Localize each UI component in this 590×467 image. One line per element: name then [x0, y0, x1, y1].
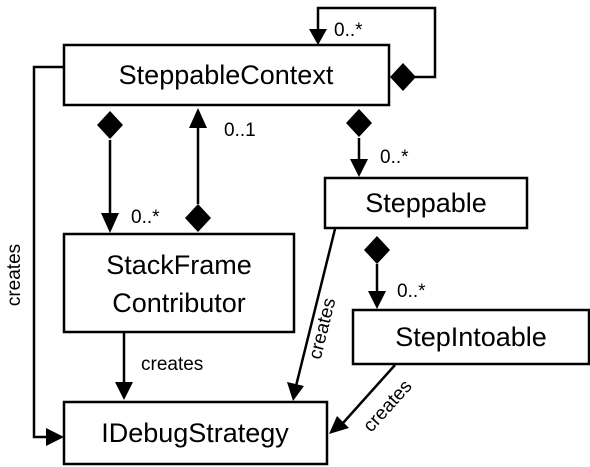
context-self-association — [316, 6, 437, 79]
contributor-to-context-diamond — [185, 204, 211, 232]
steppable-class: Steppable — [323, 176, 529, 230]
step-intoable-class: StepIntoable — [351, 308, 590, 366]
idebug-strategy-class: IDebugStrategy — [62, 400, 329, 466]
contributor-creates-arrowhead — [115, 382, 133, 400]
steppable-to-stepintoable-diamond — [364, 236, 390, 264]
steppable-to-stepintoable-arrowhead — [368, 291, 386, 309]
contributor-creates-label: creates — [141, 354, 203, 375]
context-to-contributor-arrowhead — [101, 213, 119, 233]
steppable-label: Steppable — [365, 188, 487, 218]
step-intoable-label: StepIntoable — [395, 322, 547, 352]
context-creates-line — [32, 65, 64, 439]
context-to-steppable-diamond — [346, 109, 372, 137]
context-self-composition-diamond — [390, 63, 416, 91]
stepintoable-creates-label: creates — [359, 376, 416, 436]
context-creates-label: creates — [4, 244, 25, 306]
idebug-strategy-label: IDebugStrategy — [101, 418, 289, 448]
stack-frame-contributor-label-line2: Contributor — [112, 288, 246, 318]
context-parent-multiplicity: 0..1 — [224, 120, 256, 141]
contributor-to-context-arrowhead — [189, 108, 207, 128]
stepintoable-creates-arrowhead — [329, 416, 349, 434]
steppable-context-label: SteppableContext — [119, 60, 334, 90]
stack-frame-contributor-label-line1: StackFrame — [106, 250, 252, 280]
context-to-steppable-arrowhead — [350, 159, 368, 177]
stack-frame-contributor-class: StackFrame Contributor — [62, 232, 296, 334]
steppable-creates-arrowhead — [287, 382, 304, 401]
steppable-to-stepintoable-multiplicity: 0..* — [397, 281, 426, 302]
steppable-context-class: SteppableContext — [62, 43, 391, 107]
context-to-contributor-multiplicity: 0..* — [131, 207, 160, 228]
context-self-arrowhead — [309, 29, 327, 45]
stepintoable-creates-line — [342, 364, 396, 424]
context-self-multiplicity: 0..* — [334, 20, 363, 41]
context-creates-arrowhead — [46, 428, 64, 446]
context-to-contributor-diamond — [97, 111, 123, 139]
steppable-creates-line — [294, 228, 337, 387]
context-to-steppable-multiplicity: 0..* — [380, 147, 409, 168]
